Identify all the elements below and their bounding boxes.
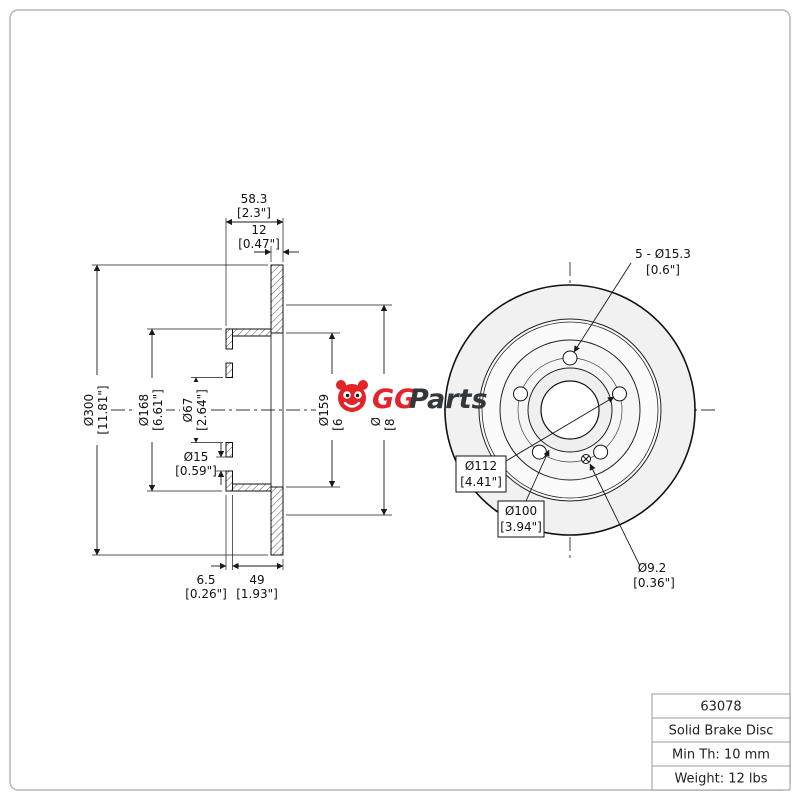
disc-circles (444, 284, 696, 536)
dim-overall-width: 58.3 [2.3"] (225, 192, 284, 326)
info-table: 63078 Solid Brake Disc Min Th: 10 mm Wei… (651, 693, 791, 791)
section-view: 58.3 [2.3"] 12 [0.47"] Ø300 [11.81"] (81, 192, 402, 601)
svg-text:Ø300: Ø300 (82, 394, 96, 426)
dim-bore-diameter: Ø67 [2.64"] (180, 377, 223, 443)
dim-hat-diameter: Ø168 [6.61"] (136, 328, 222, 492)
logo-text-gg: GG (372, 384, 416, 415)
bolt-holes (513, 350, 627, 460)
dim-section-bolt-hole-inch: [0.59"] (175, 464, 217, 478)
dim-bolt-holes-mm: 5 - Ø15.3 (635, 247, 691, 261)
dim-outer-diameter-label: Ø300 [11.81"] (81, 375, 111, 445)
part-type: Solid Brake Disc (669, 724, 774, 739)
section-material (225, 264, 284, 556)
dim-section-bolt-hole-mm: Ø15 (184, 450, 209, 464)
dim-lines (254, 246, 299, 262)
swept-chamfer-circle (481, 321, 659, 499)
dim-hat-depth-inch: [1.93"] (236, 587, 278, 601)
dim-lines (211, 495, 284, 570)
svg-text:[2.64"]: [2.64"] (195, 389, 209, 431)
front-view: 5 - Ø15.3 [0.6"] Ø112 [4.41"] Ø100 [3.94… (426, 247, 716, 590)
dim-hat-face-inch: [0.26"] (185, 587, 227, 601)
dim-overall-width-mm: 58.3 (241, 192, 268, 206)
svg-text:Ø67: Ø67 (181, 398, 195, 423)
center-bore-circle (540, 380, 600, 440)
table-row (651, 717, 791, 743)
table-row (651, 741, 791, 767)
dim-disc-thickness: 12 [0.47"] (238, 223, 299, 262)
leader-line (589, 463, 641, 567)
set-screw-hole-icon (581, 454, 591, 464)
dim-set-screw: Ø9.2 [0.36"] (589, 463, 675, 590)
bolt-hole (562, 350, 578, 366)
dim-set-screw-inch: [0.36"] (633, 576, 675, 590)
dim-overall-width-inch: [2.3"] (237, 206, 271, 220)
ggparts-logo: GG Parts (330, 374, 488, 418)
part-number: 63078 (700, 700, 741, 715)
dim-hub-mm: Ø100 (505, 504, 537, 518)
dim-disc-thickness-inch: [0.47"] (238, 237, 280, 251)
dim-hat-face-and-depth: 6.5 [0.26"] 49 [1.93"] (185, 495, 284, 601)
leader-line (573, 262, 632, 353)
dim-hat-depth-mm: 49 (249, 573, 264, 587)
weight: Weight: 12 lbs (674, 772, 767, 787)
bolt-hole (612, 386, 627, 402)
leader-line (505, 396, 615, 462)
bolt-hole (531, 444, 547, 460)
dim-bolt-circle-mm: Ø112 (465, 459, 497, 473)
bolt-hole (593, 444, 609, 460)
dim-disc-thickness-mm: 12 (251, 223, 266, 237)
svg-text:Ø159: Ø159 (317, 394, 331, 426)
page-border (9, 9, 791, 791)
table-row (651, 765, 791, 791)
ggparts-mascot-icon (336, 380, 368, 412)
svg-text:Ø168: Ø168 (137, 394, 151, 426)
dim-bolt-circle-inch: [4.41"] (460, 475, 502, 489)
logo-text-parts: Parts (409, 384, 488, 415)
min-thickness: Min Th: 10 mm (672, 748, 770, 763)
dim-hat-face-mm: 6.5 (196, 573, 215, 587)
bolt-hole (513, 386, 528, 402)
table-row (651, 693, 791, 719)
dim-bolt-circle: Ø112 [4.41"] (455, 396, 615, 493)
dim-set-screw-mm: Ø9.2 (638, 561, 667, 575)
dim-section-bolt-hole: Ø15 [0.59"] (175, 443, 226, 485)
dim-hub-box (497, 500, 545, 538)
dim-lines (216, 443, 226, 485)
dim-outer-diameter: Ø300 [11.81"] (81, 264, 268, 556)
leader-line (525, 449, 550, 502)
dim-bore-diameter-label: Ø67 [2.64"] (180, 382, 210, 438)
dim-bolt-circle-box (455, 455, 507, 493)
dim-bolt-holes: 5 - Ø15.3 [0.6"] (573, 247, 691, 353)
dim-hub: Ø100 [3.94"] (497, 449, 550, 538)
dim-hat-diameter-label: Ø168 [6.61"] (136, 378, 166, 442)
dim-bolt-holes-inch: [0.6"] (646, 263, 680, 277)
svg-text:[11.81"]: [11.81"] (96, 385, 110, 434)
dim-hub-inch: [3.94"] (500, 520, 542, 534)
svg-text:[6.61"]: [6.61"] (151, 389, 165, 431)
